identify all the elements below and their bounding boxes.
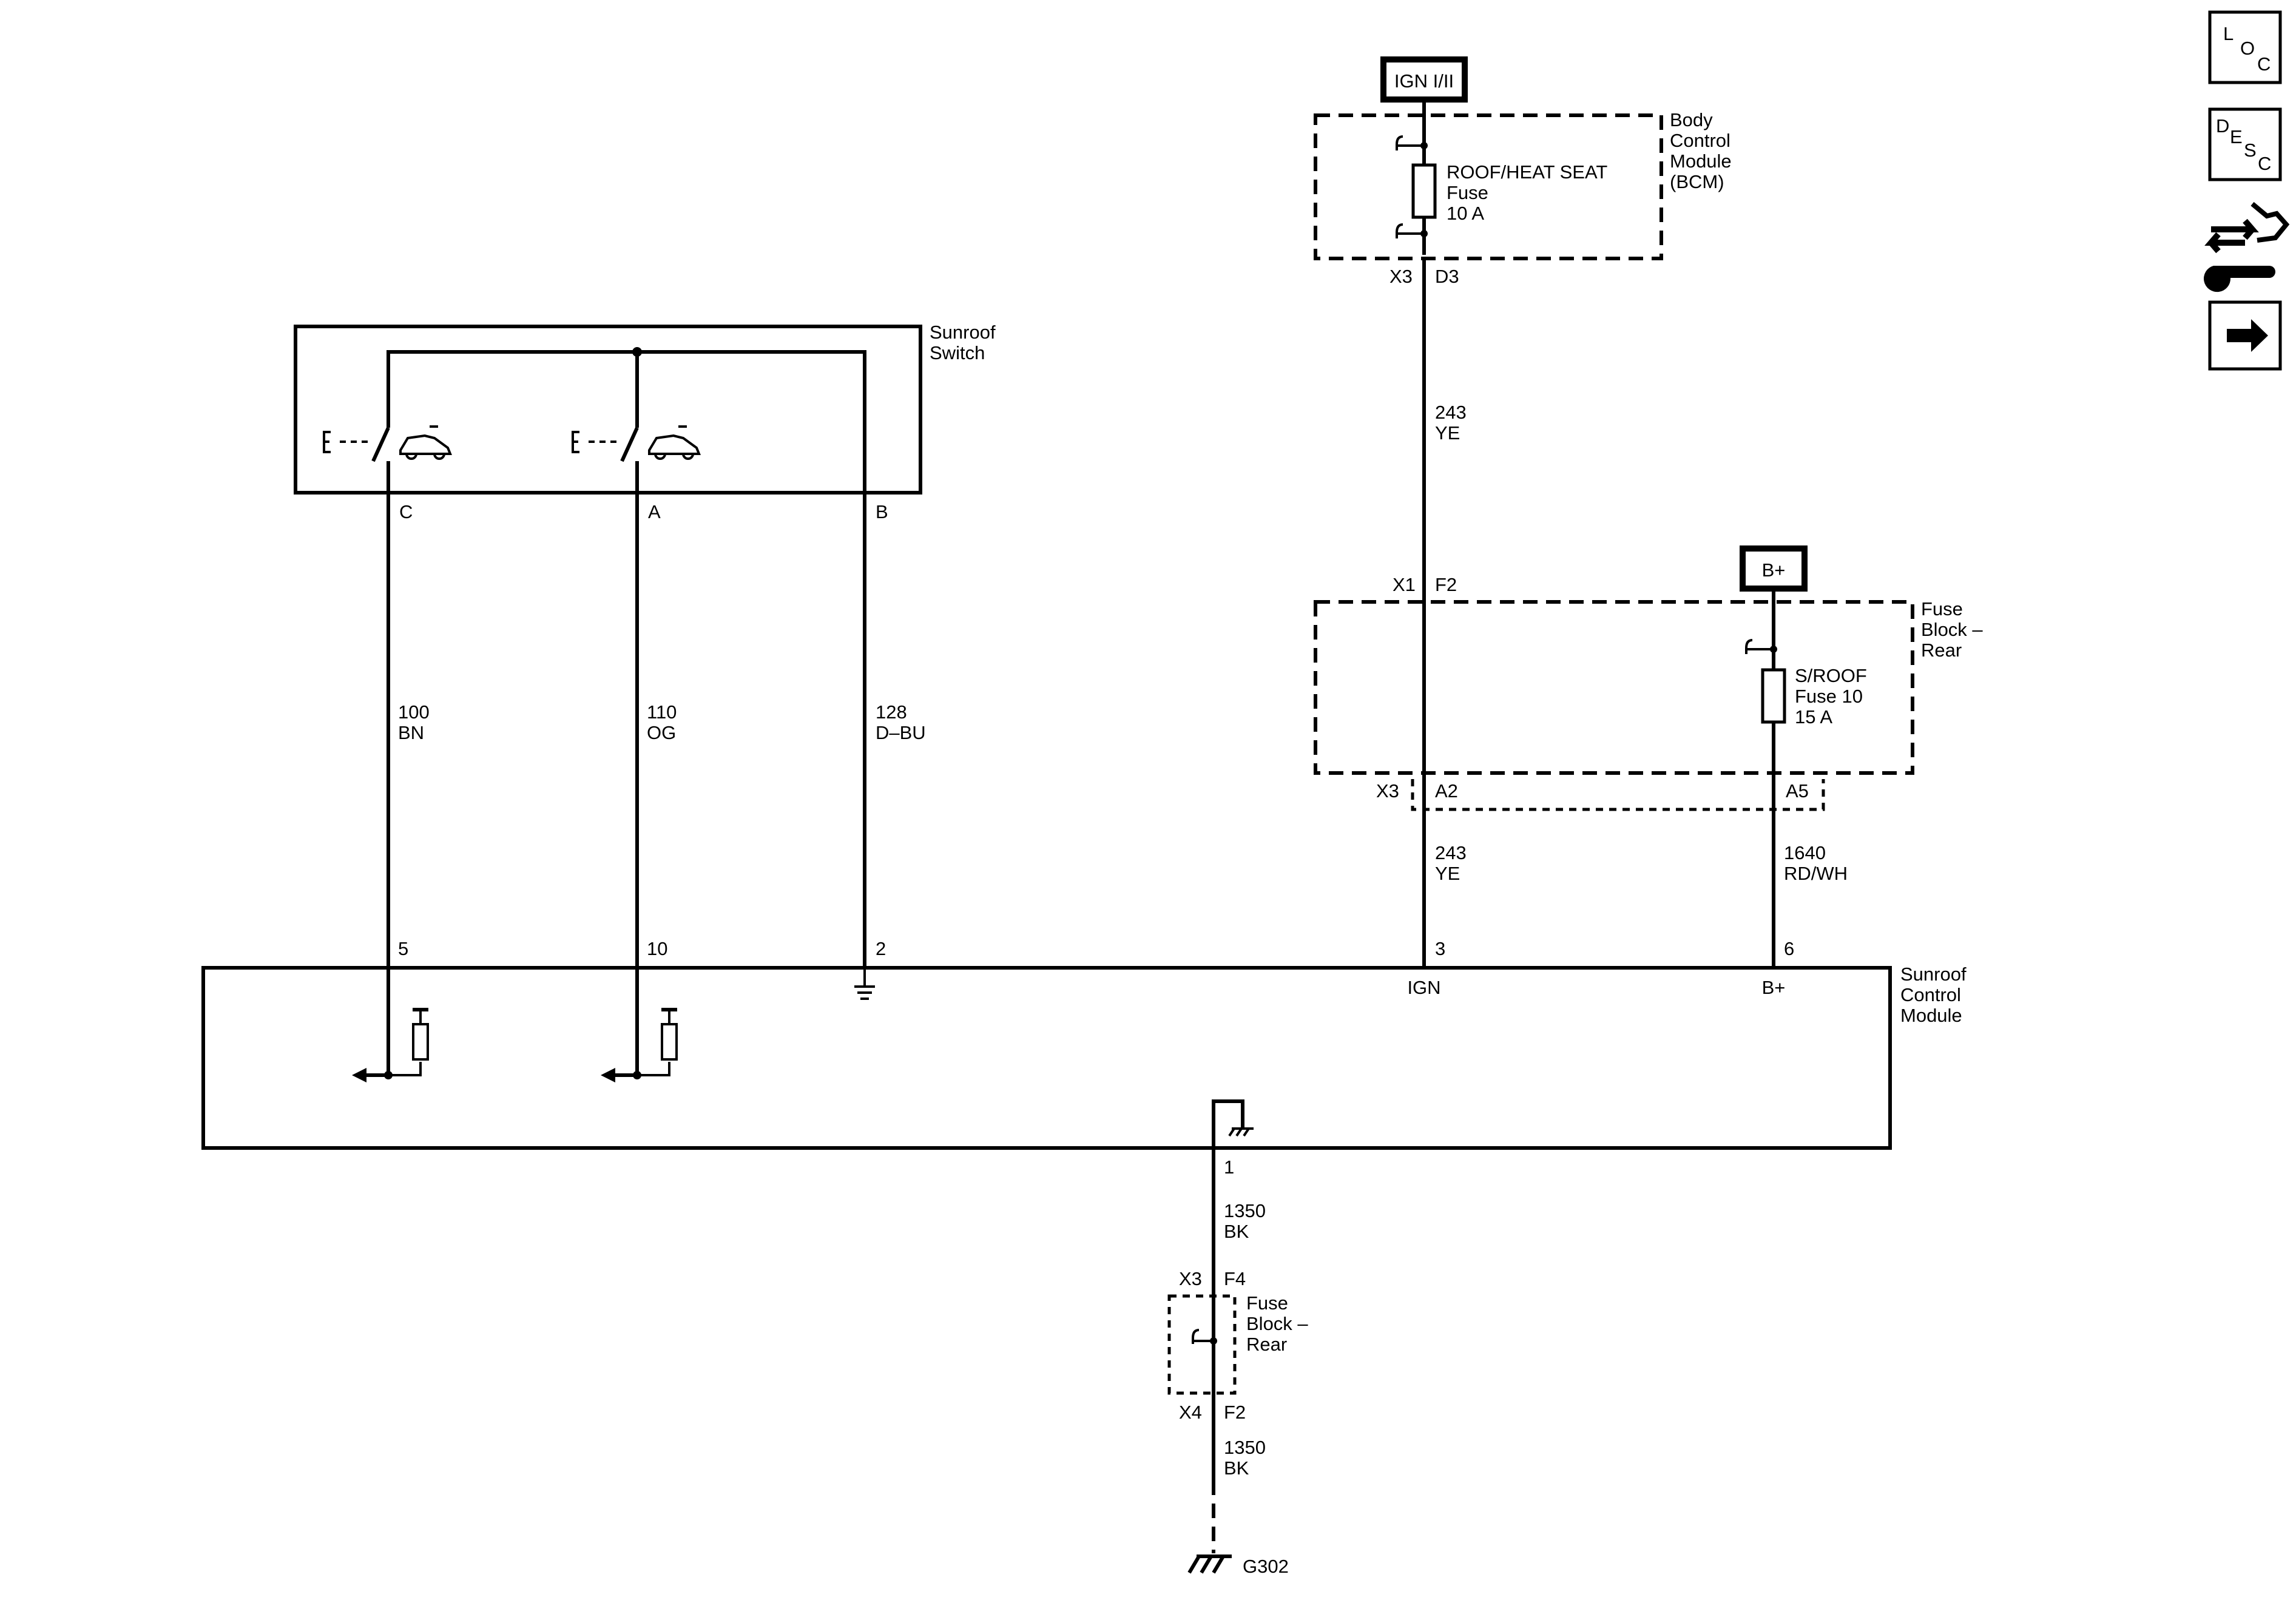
wire-100-circuit: 100 [398, 701, 430, 723]
bplus-power-source: B+ [1740, 545, 1808, 592]
module-pin-10: 10 [647, 938, 667, 959]
wire-243-lower-color: YE [1435, 863, 1460, 884]
arrow-right-icon [2227, 319, 2268, 352]
fuse-block-name-line: Fuse [1921, 598, 1963, 619]
switch-contact-c [323, 425, 452, 462]
bcm-module: Body Control Module (BCM) ROOF/HEAT SEAT… [1314, 109, 1732, 260]
sunroof-switch-name: Sunroof [930, 322, 996, 343]
loc-letter: L [2223, 23, 2234, 44]
ground-splice-fuse-block: Fuse Block – Rear [1167, 1292, 1308, 1395]
bcm-name-line: Control [1670, 130, 1730, 151]
bcm-pin: D3 [1435, 266, 1459, 287]
module-pin-1: 1 [1224, 1156, 1234, 1178]
bcm-name-line: Body [1670, 109, 1713, 130]
ground-splice-top-connector: X3 [1179, 1268, 1202, 1289]
module-pin-6: 6 [1784, 938, 1794, 959]
module-ign-label: IGN [1407, 977, 1440, 998]
desc-letter: D [2216, 115, 2229, 137]
wire-243-color: YE [1435, 422, 1460, 444]
switch-contact-a [572, 425, 701, 462]
sroof-fuse-rating: 15 A [1795, 706, 1832, 727]
switch-pin-b: B [876, 501, 888, 522]
fuse-block-name-line: Rear [1921, 640, 1962, 661]
wire-128-color: D–BU [876, 722, 926, 743]
module-input-c-circuit [352, 968, 429, 1082]
wire-1350-color: BK [1224, 1221, 1249, 1242]
sroof-fuse-number: Fuse 10 [1795, 686, 1863, 707]
wire-243-lower-circuit: 243 [1435, 842, 1467, 863]
fuse-block-rear: Fuse Block – Rear S/ROOF Fuse 10 15 A [1314, 598, 1983, 775]
bcm-fuse-type: Fuse [1447, 182, 1488, 203]
wire-1350-circuit: 1350 [1224, 1200, 1266, 1221]
module-name-line: Module [1900, 1005, 1962, 1026]
fuse-block-in-pin: F2 [1435, 574, 1457, 595]
roof-heat-seat-fuse [1396, 135, 1437, 238]
ground-splice-name: Fuse [1246, 1292, 1288, 1314]
desc-letter: S [2244, 140, 2257, 161]
connector-wrench-icon[interactable] [2204, 201, 2290, 292]
module-ground-symbol [854, 968, 875, 1000]
wire-1350-lower-color: BK [1224, 1457, 1249, 1479]
wire-243-circuit: 243 [1435, 402, 1467, 423]
switch-pin-a: A [648, 501, 661, 522]
ground-splice-name: Rear [1246, 1334, 1287, 1355]
fuse-block-out-connector: X3 [1376, 780, 1399, 802]
module-name-line: Control [1900, 984, 1961, 1005]
g302-ground-symbol [1187, 1555, 1232, 1574]
bplus-source-label: B+ [1762, 559, 1786, 581]
sroof-fuse [1745, 639, 1786, 724]
wire-1640-circuit: 1640 [1784, 842, 1826, 863]
fuse-block-out-pin-bplus: A5 [1786, 780, 1809, 802]
wire-1350-lower-circuit: 1350 [1224, 1437, 1266, 1458]
ground-splice-bottom-pin: F2 [1224, 1402, 1246, 1423]
switch-pin-c: C [399, 501, 413, 522]
loc-letter: C [2257, 53, 2271, 75]
sunroof-switch: Sunroof Switch [294, 322, 996, 968]
wire-110-color: OG [647, 722, 676, 743]
next-arrow-button[interactable] [2208, 300, 2282, 371]
module-pin-5: 5 [398, 938, 408, 959]
wire-128-circuit: 128 [876, 701, 907, 723]
bcm-name-line: Module [1670, 150, 1732, 172]
g302-label: G302 [1243, 1556, 1289, 1577]
ign-source-label: IGN I/II [1394, 70, 1454, 92]
bcm-fuse-rating: 10 A [1447, 203, 1484, 224]
module-input-a-circuit [601, 968, 678, 1082]
sunroof-control-module: Sunroof Control Module IGN B+ [201, 964, 1967, 1150]
ground-splice-bottom-connector: X4 [1179, 1402, 1202, 1423]
desc-letter: E [2230, 126, 2243, 147]
bcm-fuse-name: ROOF/HEAT SEAT [1447, 161, 1607, 183]
bcm-connector: X3 [1389, 266, 1413, 287]
bcm-name-line: (BCM) [1670, 171, 1724, 192]
module-name-line: Sunroof [1900, 964, 1967, 985]
ground-splice-top-pin: F4 [1224, 1268, 1246, 1289]
module-bplus-label: B+ [1762, 977, 1786, 998]
desc-letter: C [2258, 153, 2271, 174]
fuse-block-out-pin-ign: A2 [1435, 780, 1458, 802]
wire-1640-color: RD/WH [1784, 863, 1848, 884]
loc-letter: O [2240, 38, 2255, 59]
wire-100-color: BN [398, 722, 424, 743]
fuse-block-name-line: Block – [1921, 619, 1983, 640]
sunroof-switch-name: Switch [930, 342, 985, 363]
fuse-block-in-connector: X1 [1393, 574, 1416, 595]
module-pin-2: 2 [876, 938, 886, 959]
sroof-fuse-name: S/ROOF [1795, 665, 1867, 686]
loc-button[interactable]: L O C [2208, 10, 2282, 84]
module-pin-3: 3 [1435, 938, 1445, 959]
wire-110-circuit: 110 [647, 701, 677, 723]
ground-splice-name: Block – [1246, 1313, 1308, 1334]
desc-button[interactable]: D E S C [2208, 107, 2282, 181]
ign-power-source: IGN I/II [1380, 56, 1468, 103]
module-chassis-ground [1212, 1099, 1254, 1148]
